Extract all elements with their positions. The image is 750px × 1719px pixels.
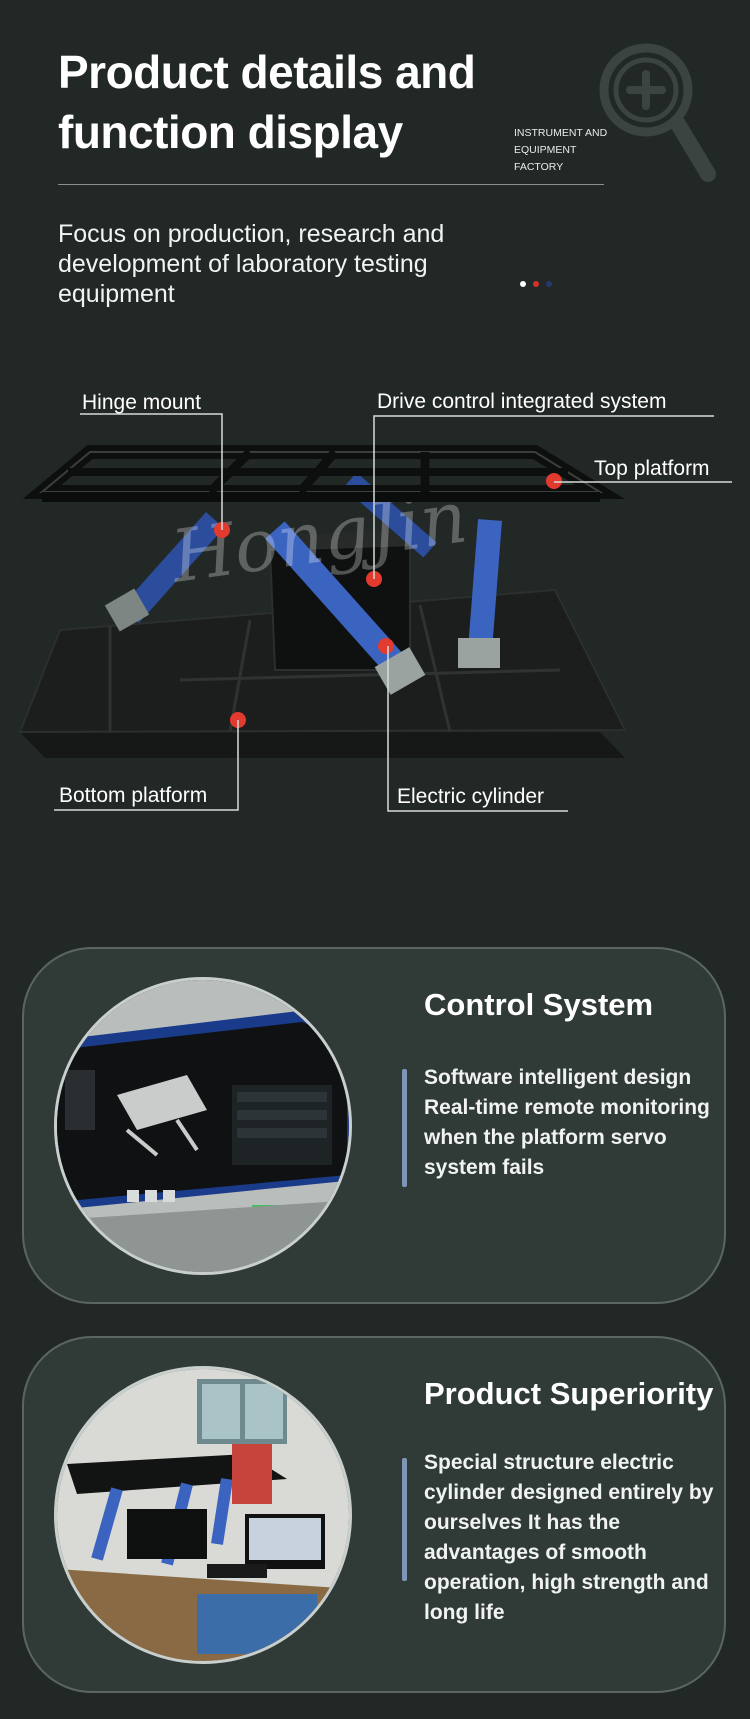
carousel-dot[interactable] (520, 281, 526, 287)
product-superiority-photo (54, 1366, 352, 1664)
callout-hinge-mount: Hinge mount (82, 391, 202, 414)
card-title: Product Superiority (424, 1376, 714, 1411)
factory-tag: INSTRUMENT AND EQUIPMENT FACTORY (514, 125, 624, 176)
electric-cylinder (468, 519, 502, 651)
factory-tag-line: EQUIPMENT (514, 144, 577, 156)
carousel-dot[interactable] (533, 281, 539, 287)
zoom-in-magnifier-icon (599, 43, 716, 182)
callout-drive-control: Drive control integrated system (377, 390, 667, 413)
control-system-photo (54, 977, 352, 1275)
page-title: Product details and function display (58, 42, 528, 162)
feature-card-control-system: Control System Software intelligent desi… (22, 947, 726, 1304)
card-title: Control System (424, 987, 654, 1022)
divider (58, 184, 604, 185)
accent-bar (402, 1069, 407, 1187)
carousel-dot[interactable] (546, 281, 552, 287)
electric-cylinder (121, 511, 224, 624)
top-platform-marker (546, 473, 562, 489)
callout-bottom-platform: Bottom platform (59, 784, 208, 807)
electric-cylinder-marker (378, 638, 394, 654)
callout-top-platform: Top platform (594, 457, 710, 480)
card-description: Software intelligent design Real-time re… (424, 1066, 710, 1179)
factory-tag-line: INSTRUMENT AND (514, 127, 608, 139)
factory-tag-line: FACTORY (514, 161, 564, 173)
bottom-platform-frame (20, 732, 625, 758)
feature-card-product-superiority: Product Superiority Special structure el… (22, 1336, 726, 1693)
platform-illustration: HongJin (18, 413, 732, 812)
page-title-line-2: function display (58, 106, 403, 158)
callout-electric-cylinder: Electric cylinder (397, 785, 545, 808)
carousel-dots (520, 281, 552, 287)
card-description: Special structure electric cylinder desi… (424, 1451, 714, 1624)
page-title-line-1: Product details and (58, 46, 476, 98)
accent-bar (402, 1458, 407, 1581)
page-subtitle: Focus on production, research and develo… (58, 220, 445, 308)
